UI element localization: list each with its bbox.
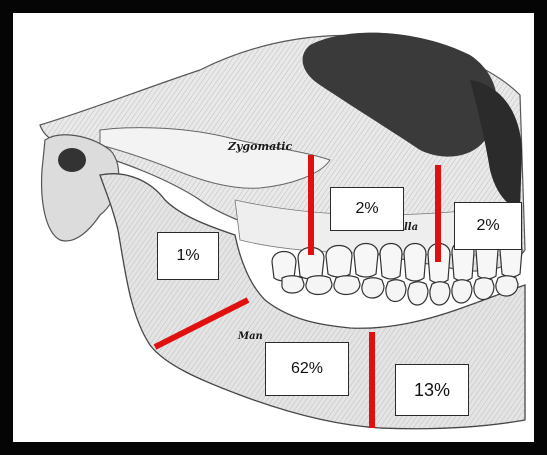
maxilla-label: lla (404, 222, 418, 233)
symphysis-percent-box: 13% (395, 364, 469, 416)
zygomatic-label: Zygomatic (228, 140, 292, 153)
mandible-body-percent-box: 62% (265, 342, 349, 396)
mandible-label: Man (238, 331, 263, 342)
maxilla-percent-box: 2% (454, 202, 522, 250)
zygomatic-percent-box: 2% (330, 187, 404, 231)
ramus-percent-box: 1% (157, 232, 219, 280)
